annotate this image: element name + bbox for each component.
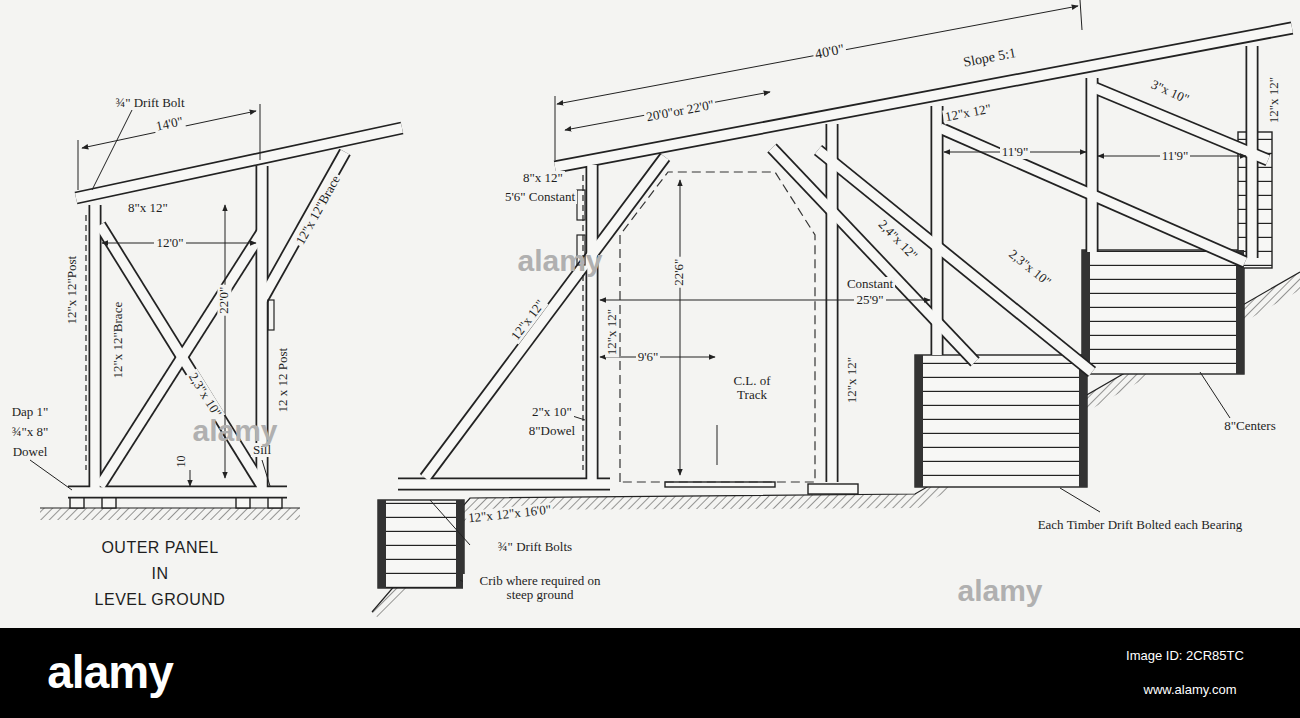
joint-note: Dowel <box>11 445 50 459</box>
timber-size: 12"x 12" <box>1267 75 1281 125</box>
dimension-label: 11'9" <box>1160 149 1191 163</box>
dimension-label: 5'6" Constant <box>503 190 577 204</box>
timber-size: 8"x 12" <box>521 171 565 185</box>
timber-size: 12"x 12"Brace <box>111 300 125 381</box>
site-url: www.alamy.com <box>1144 683 1237 697</box>
crib-note: Each Timber Drift Bolted each Bearing <box>1023 518 1257 532</box>
dimension-label: 9'6" <box>636 350 661 364</box>
dimension-label: 12'0" <box>154 236 185 250</box>
crib-note: Crib where required on steep ground <box>463 574 617 603</box>
watermark: alamy <box>957 574 1042 607</box>
panel-caption: LEVEL GROUND <box>95 591 226 609</box>
dimension-label: 10 <box>175 454 188 470</box>
timber-size: 12"x 12"Brace <box>292 171 344 249</box>
timber-size: 12"x 12" <box>605 307 619 357</box>
slope-note: Slope 5:1 <box>960 45 1019 71</box>
timber-size: 12"x 12" <box>845 355 859 405</box>
timber-size: 12 x 12 Post <box>276 346 290 415</box>
dimension-label: 14'0" <box>153 114 186 134</box>
dimension-label: 22'0" <box>218 284 232 315</box>
panel-caption: IN <box>152 565 169 583</box>
watermark: alamy <box>517 244 602 277</box>
bolt-note: ¾" Drift Bolts <box>496 540 574 554</box>
dowel-note: 8"Dowel <box>527 424 577 438</box>
joint-note: Dap 1" <box>10 405 51 419</box>
panel-caption: OUTER PANEL <box>101 539 218 557</box>
centerline-note: C.L. of Track <box>728 374 776 403</box>
timber-size: 3"x 10" <box>1147 77 1193 108</box>
image-id: Image ID: 2CR85TC <box>1126 649 1244 663</box>
dimension-label: 11'9" <box>1000 145 1031 159</box>
joint-note: ¾"x 8" <box>10 425 51 439</box>
timber-size: 12"x 12"Post <box>65 254 79 327</box>
dimension-label: Constant <box>845 277 895 291</box>
timber-size: 2,3"x 10" <box>1005 246 1056 291</box>
timber-size: 12"x 12" <box>942 101 994 124</box>
dimension-label: 20'0"or 22'0" <box>643 97 717 124</box>
logo-watermark: alamy <box>47 647 172 698</box>
dimension-label: 25'9" <box>854 293 885 307</box>
dimension-label: 22'6" <box>673 256 687 287</box>
timber-size: 8"x 12" <box>126 201 170 215</box>
bolt-note: ¾" Drift Bolt <box>113 96 186 110</box>
timber-size: 2"x 10" <box>530 405 574 419</box>
spacing-note: 8"Centers <box>1222 419 1278 433</box>
watermark: alamy <box>192 414 277 447</box>
dimension-label: 40'0" <box>812 41 848 62</box>
